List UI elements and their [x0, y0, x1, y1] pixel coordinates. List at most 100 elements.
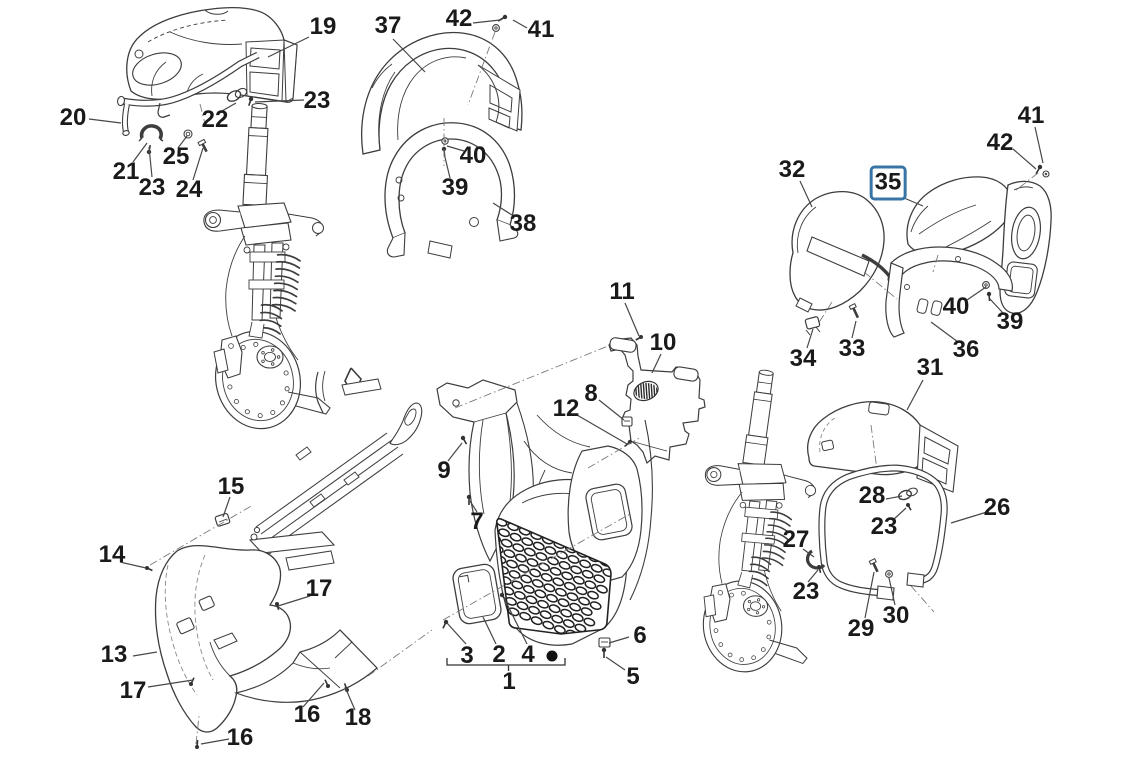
part-washer-40b [982, 281, 990, 289]
part-frame [248, 367, 423, 571]
part-label-23[interactable]: 23 [303, 87, 331, 114]
part-fender-rear-section [999, 180, 1052, 314]
part-label-7[interactable]: 7 [470, 508, 484, 535]
part-screw-23c [906, 503, 912, 511]
leader-lines [88, 19, 1044, 745]
part-washer-30 [885, 570, 893, 578]
part-label-39[interactable]: 39 [441, 174, 469, 201]
part-label-23[interactable]: 23 [792, 578, 820, 605]
part-bolt-24 [197, 138, 208, 153]
part-label-14[interactable]: 14 [98, 541, 126, 568]
part-label-20[interactable]: 20 [59, 104, 87, 131]
part-mudguard-rear-32 [789, 190, 897, 313]
part-label-5[interactable]: 5 [626, 663, 640, 690]
part-label-42[interactable]: 42 [986, 129, 1014, 156]
part-bolt-29 [868, 558, 879, 573]
part-label-9[interactable]: 9 [437, 457, 451, 484]
part-label-12[interactable]: 12 [552, 395, 580, 422]
part-washer-40a [441, 137, 449, 145]
part-washer-41b [1042, 170, 1050, 178]
part-screw-33 [848, 303, 860, 319]
part-label-42[interactable]: 42 [445, 5, 473, 32]
part-label-17[interactable]: 17 [119, 677, 147, 704]
part-screw-16a [324, 679, 330, 688]
part-label-13[interactable]: 13 [100, 641, 128, 668]
part-screw-42b [1035, 164, 1043, 175]
part-label-11[interactable]: 11 [609, 278, 635, 305]
part-screw-23d [817, 565, 822, 574]
part-label-24[interactable]: 24 [175, 176, 203, 203]
part-label-25[interactable]: 25 [162, 143, 190, 170]
part-label-35-selected[interactable]: 35 [869, 165, 907, 201]
part-label-19[interactable]: 19 [309, 13, 337, 40]
part-label-3[interactable]: 3 [460, 642, 474, 669]
part-label-23[interactable]: 23 [870, 513, 898, 540]
part-clip-15 [214, 513, 231, 527]
part-label-38[interactable]: 38 [509, 210, 537, 237]
part-screw-11 [635, 335, 643, 341]
part-label-23[interactable]: 23 [138, 174, 166, 201]
part-screw-16b [195, 739, 199, 749]
construction-lines [149, 31, 1039, 745]
part-fender-bracket-36 [885, 246, 1013, 338]
part-label-10[interactable]: 10 [649, 329, 677, 356]
part-clip-6 [598, 637, 611, 648]
part-label-34[interactable]: 34 [789, 345, 817, 372]
part-label-37[interactable]: 37 [374, 12, 402, 39]
part-label-39[interactable]: 39 [996, 308, 1024, 335]
part-label-29[interactable]: 29 [847, 615, 875, 642]
part-clip-34 [804, 316, 821, 336]
part-label-41[interactable]: 41 [527, 16, 555, 43]
part-clamp-21 [138, 124, 164, 142]
part-wheel-arch-liner-37 [360, 31, 523, 155]
part-screw-17a [275, 602, 280, 611]
part-label-1[interactable]: 1 [502, 668, 516, 695]
part-label-22[interactable]: 22 [201, 106, 229, 133]
part-label-2[interactable]: 2 [492, 641, 506, 668]
part-front-shield-assembly [436, 379, 653, 646]
part-label-28[interactable]: 28 [858, 482, 886, 509]
part-label-4[interactable]: 4 [521, 641, 535, 668]
part-label-40[interactable]: 40 [942, 293, 970, 320]
part-label-18[interactable]: 18 [344, 704, 372, 731]
part-label-27[interactable]: 27 [782, 526, 810, 553]
part-label-6[interactable]: 6 [633, 622, 647, 649]
part-label-16[interactable]: 16 [226, 724, 254, 751]
part-backplate-10 [608, 337, 706, 465]
part-label-41[interactable]: 41 [1017, 102, 1045, 129]
bullet-marker[interactable] [546, 650, 558, 662]
part-label-32[interactable]: 32 [778, 156, 806, 183]
part-screw-39b [986, 291, 992, 302]
part-screw-23a [248, 96, 254, 106]
part-clamp-22 [226, 87, 248, 102]
part-label-40[interactable]: 40 [459, 142, 487, 169]
part-front-fender-35 [906, 176, 1013, 256]
part-underpanel-13 [154, 545, 378, 733]
part-label-17[interactable]: 17 [305, 575, 333, 602]
part-front-fork-right [702, 369, 817, 673]
part-label-16[interactable]: 16 [293, 701, 321, 728]
part-label-36[interactable]: 36 [952, 336, 980, 363]
part-washer-41a [492, 24, 500, 32]
part-guard-tube-26 [818, 464, 948, 601]
part-front-fork-left [203, 102, 331, 430]
part-label-15[interactable]: 15 [217, 473, 245, 500]
part-label-26[interactable]: 26 [983, 494, 1011, 521]
part-cover-panel-2 [452, 563, 502, 625]
group-bracket-1 [446, 658, 566, 671]
part-clip-8 [621, 416, 633, 427]
part-screw-5 [601, 647, 607, 658]
part-label-33[interactable]: 33 [838, 335, 866, 362]
part-label-8[interactable]: 8 [584, 380, 598, 407]
part-support-tube-20 [116, 51, 260, 136]
part-label-31[interactable]: 31 [916, 354, 944, 381]
part-label-21[interactable]: 21 [112, 158, 140, 185]
part-label-30[interactable]: 30 [882, 602, 910, 629]
part-washer-25 [183, 129, 193, 139]
part-fender-bracket-38 [384, 122, 519, 259]
part-screw-17b [189, 677, 195, 686]
part-screw-14 [145, 566, 153, 572]
part-screw-9 [460, 435, 468, 445]
part-clamp-28 [898, 487, 918, 501]
part-front-fender-19 [126, 7, 298, 103]
